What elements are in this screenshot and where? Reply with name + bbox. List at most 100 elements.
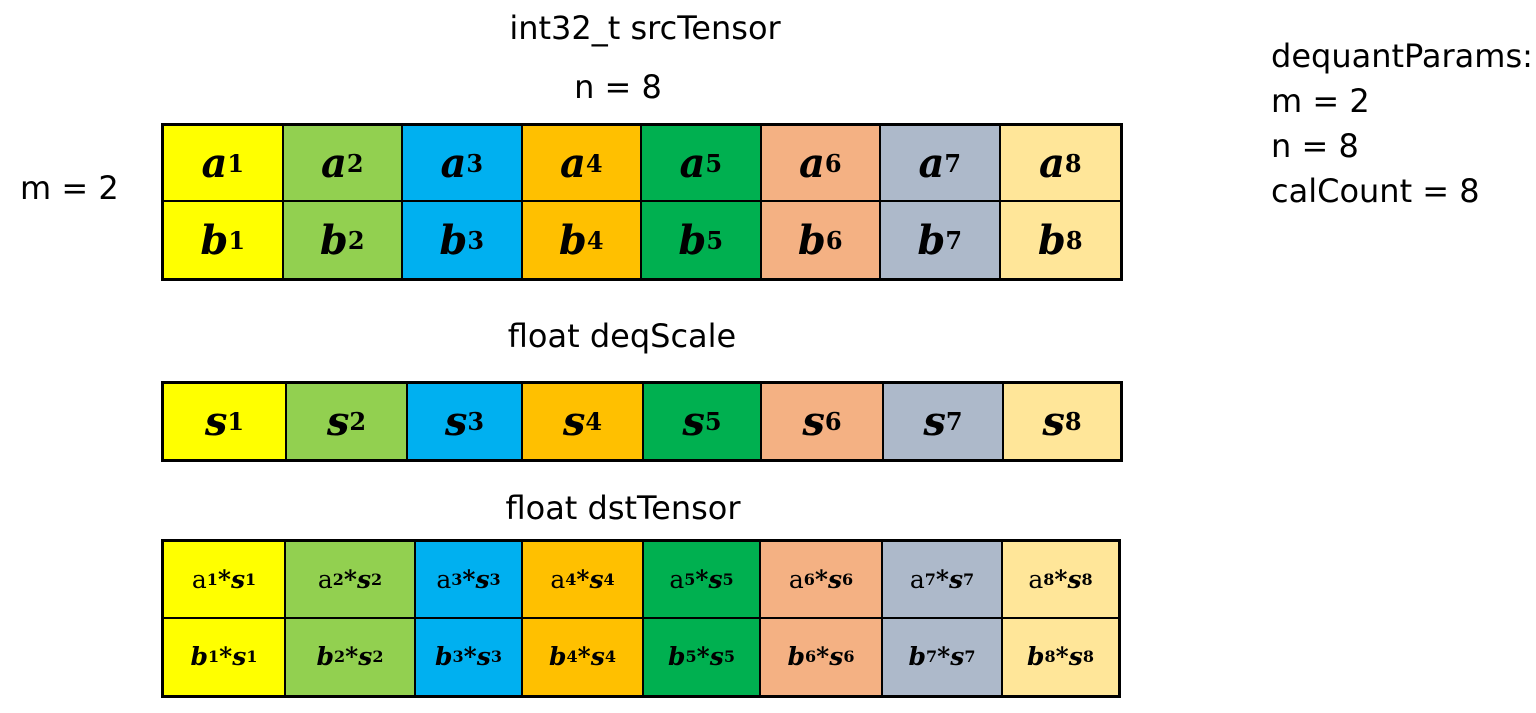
scale-symbol: s xyxy=(204,398,228,445)
src-b-index: 2 xyxy=(347,225,365,255)
dst-b-operator: * xyxy=(219,642,233,672)
dst-a-symbol: a xyxy=(669,564,685,594)
src-b-symbol: b xyxy=(678,216,707,264)
dst-b-scale-index: 7 xyxy=(964,647,976,667)
dst-b-index: 5 xyxy=(685,647,697,667)
dst-b-operator: * xyxy=(937,642,951,672)
dst-a-scale-index: 3 xyxy=(489,569,501,589)
scale-index: 3 xyxy=(467,407,485,436)
dst-b-operator: * xyxy=(463,642,477,672)
scale-index: 1 xyxy=(227,407,245,436)
dst-b-scale-symbol: s xyxy=(709,642,724,672)
src-b-symbol: b xyxy=(319,216,348,264)
dst-b-index: 6 xyxy=(805,647,817,667)
dst-b-scale-symbol: s xyxy=(358,642,373,672)
deq-scale-title: float deqScale xyxy=(507,317,737,355)
dst-b-index: 7 xyxy=(926,647,938,667)
dst-a-scale-symbol: s xyxy=(708,564,723,594)
dst-a-symbol: a xyxy=(191,564,207,594)
dst-b-scale-index: 5 xyxy=(723,647,735,667)
scale-index: 8 xyxy=(1064,407,1082,436)
src-b-index: 6 xyxy=(825,225,843,255)
dst-a-scale-symbol: s xyxy=(475,564,490,594)
scale-symbol: s xyxy=(562,398,586,445)
scale-symbol: s xyxy=(802,398,825,445)
scale-symbol: s xyxy=(923,398,946,445)
dst-a-index: 4 xyxy=(565,569,577,589)
src-a-index: 5 xyxy=(705,148,723,178)
src-b-index: 4 xyxy=(586,225,604,255)
dst-b-index: 4 xyxy=(566,647,578,667)
dst-a-operator: * xyxy=(462,564,476,594)
src-m-label: m = 2 xyxy=(20,169,119,207)
dst-a-symbol: a xyxy=(1028,564,1044,594)
dst-b-symbol: b xyxy=(316,642,335,672)
src-a-index: 7 xyxy=(944,148,962,178)
src-a-index: 8 xyxy=(1064,148,1082,178)
dst-b-symbol: b xyxy=(190,642,209,672)
src-b-symbol: b xyxy=(797,216,826,264)
dst-b-symbol: b xyxy=(1027,642,1045,672)
dst-b-operator: * xyxy=(1055,642,1069,672)
src-b-index: 7 xyxy=(945,225,963,255)
dst-a-scale-symbol: s xyxy=(356,564,372,594)
src-a-index: 1 xyxy=(227,148,245,178)
dst-a-scale-index: 4 xyxy=(603,569,615,589)
dequant-params-n: n = 8 xyxy=(1271,127,1359,165)
dst-a-index: 3 xyxy=(451,569,463,589)
src-a-symbol: a xyxy=(201,139,228,187)
dequant-params-panel: dequantParams: m = 2 n = 8 calCount = 8 xyxy=(1271,34,1533,214)
dst-b-index: 3 xyxy=(452,647,464,667)
src-a-index: 4 xyxy=(585,148,603,178)
src-a-symbol: a xyxy=(1038,139,1065,187)
dst-b-scale-symbol: s xyxy=(590,642,605,672)
src-a-symbol: a xyxy=(320,139,347,187)
dst-a-index: 5 xyxy=(684,569,696,589)
src-b-index: 8 xyxy=(1065,225,1083,255)
dst-b-operator: * xyxy=(577,642,591,672)
dst-a-scale-symbol: s xyxy=(589,564,604,594)
dst-a-scale-index: 8 xyxy=(1081,569,1093,589)
src-b-index: 3 xyxy=(467,225,485,255)
dst-b-symbol: b xyxy=(908,642,927,672)
dst-b-operator: * xyxy=(696,642,710,672)
dst-a-symbol: a xyxy=(317,564,333,594)
dst-a-scale-index: 7 xyxy=(963,569,975,589)
dst-a-scale-index: 2 xyxy=(371,569,383,589)
dst-a-operator: * xyxy=(814,564,828,594)
src-a-index: 2 xyxy=(346,148,364,178)
src-b-symbol: b xyxy=(558,216,587,264)
dst-a-operator: * xyxy=(935,564,949,594)
dst-a-index: 7 xyxy=(924,569,936,589)
dst-a-index: 2 xyxy=(332,569,344,589)
src-b-index: 5 xyxy=(706,225,724,255)
dst-a-scale-symbol: s xyxy=(230,564,246,594)
dequant-params-m: m = 2 xyxy=(1271,82,1370,120)
dst-a-operator: * xyxy=(343,564,357,594)
